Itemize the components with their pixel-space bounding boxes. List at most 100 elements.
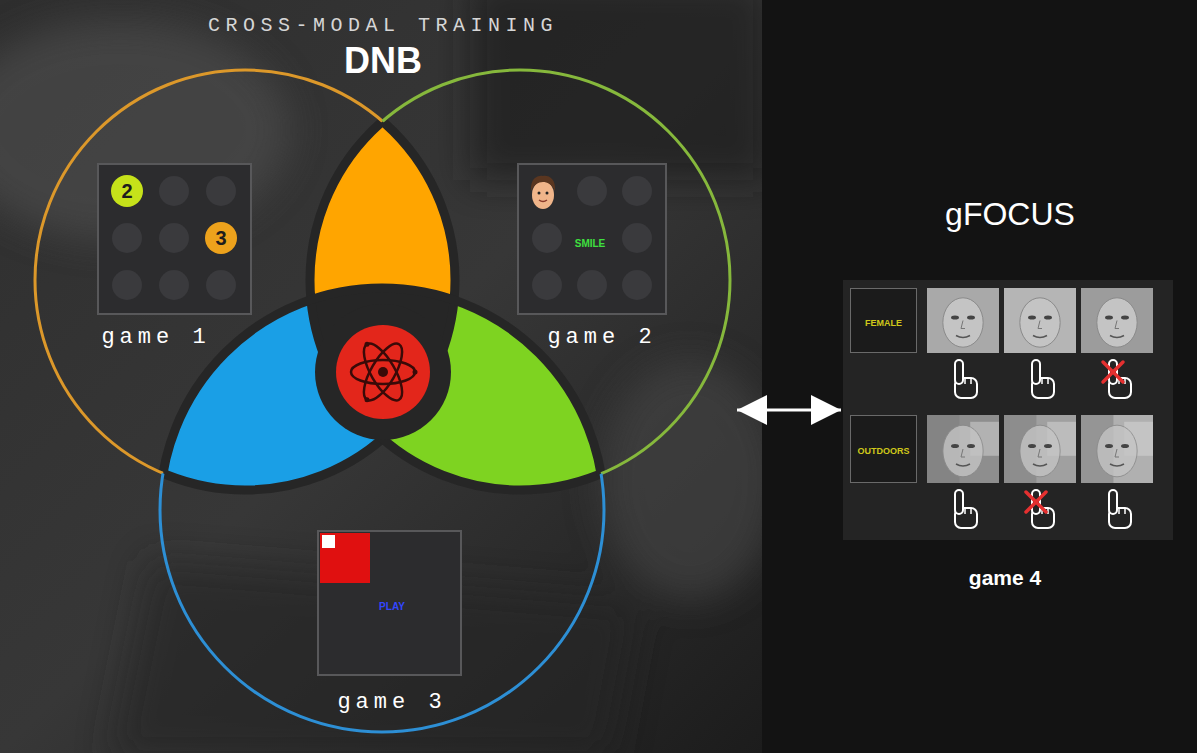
game-box: game 123 [97, 163, 252, 315]
face-eye [538, 192, 541, 195]
white-square [322, 535, 335, 548]
face-hair [531, 176, 555, 191]
photo-eye [1044, 444, 1052, 448]
tap-hand-icon [1032, 360, 1054, 398]
face-eye [546, 192, 549, 195]
face-photo [1004, 415, 1076, 483]
dnb-venn-group: CROSS-MODAL TRAINING DNB game 1 2 3 SMILE game… [0, 0, 735, 753]
desk-glow [600, 360, 780, 600]
photo-nose [1038, 321, 1042, 329]
grid-cell [206, 270, 236, 300]
blue-petal [35, 70, 455, 490]
face-photo [1081, 288, 1153, 353]
dot-number: 2 [121, 180, 132, 203]
photo-ground [1081, 288, 1153, 353]
grid-cell [622, 223, 652, 253]
game-label: game 3 [337, 690, 446, 715]
center-ring [315, 304, 451, 440]
reject-cross [1103, 362, 1123, 382]
photo-head [1020, 425, 1060, 477]
venn-core-fill [35, 70, 455, 490]
petal-gap [310, 70, 730, 490]
face-photo [927, 288, 999, 353]
photo-head [943, 298, 983, 347]
hand-finger [955, 360, 963, 384]
dot-number: 3 [215, 227, 226, 250]
cartoon-face [531, 176, 555, 209]
text-holder: 2 [121, 180, 132, 203]
grid-cell [206, 176, 236, 206]
photo-eye [1028, 316, 1036, 320]
game-box: PLAYgame 3 [317, 530, 462, 676]
photo-nose [1038, 449, 1042, 457]
atom-orbit [351, 360, 415, 384]
face-skin [532, 181, 554, 209]
photo-eye [967, 316, 975, 320]
hand-finger [955, 490, 963, 514]
cue-word: PLAY [379, 601, 405, 613]
venn-core [35, 70, 455, 490]
tap-hand-icon [955, 490, 977, 528]
photo-ground [1004, 415, 1076, 483]
hand-finger [1032, 360, 1040, 384]
face-photo [1004, 288, 1076, 353]
photo-head [1097, 298, 1137, 347]
section-title: gFOCUS [945, 196, 1075, 233]
orange-petal-fill [35, 70, 455, 490]
text-holder: game 3 [337, 690, 446, 715]
section-subtitle: CROSS-MODAL TRAINING [208, 14, 558, 37]
number-dot: 3 [205, 222, 237, 254]
photo-eye [1105, 316, 1113, 320]
text-holder: SMILE [575, 233, 606, 251]
petal-gap [160, 288, 604, 732]
green-petal [310, 70, 730, 490]
face-photo [1081, 415, 1153, 483]
grid-cell [112, 270, 142, 300]
green-circle-outline [310, 70, 730, 490]
atom-electron [365, 397, 370, 402]
atom-electron [413, 370, 418, 375]
atom-electron [365, 342, 370, 347]
photo-nose [961, 321, 965, 329]
face-mouth [539, 200, 547, 202]
photo-head [943, 425, 983, 477]
cue-word: FEMALE [865, 317, 902, 327]
orange-circle-outline [35, 70, 455, 490]
atom-orbit [357, 338, 410, 405]
photo-ground [1004, 288, 1076, 353]
grid-cell [159, 270, 189, 300]
number-dot: 2 [111, 175, 143, 207]
hand-knuckles [965, 378, 971, 384]
photo-mouth [1033, 336, 1047, 338]
text-holder: game 1 [101, 325, 210, 350]
game-label: game 2 [547, 325, 656, 350]
photo-mouth [1033, 464, 1047, 466]
photo-mouth [956, 336, 970, 338]
gfocus-panel: gFOCUSgame 4FEMALEOUTDOORS [843, 280, 1173, 540]
tap-hand-icon [1109, 490, 1131, 528]
grid-cell [532, 223, 562, 253]
hand-knuckles [1042, 378, 1048, 384]
photo-nose [1115, 449, 1119, 457]
text-holder: game 2 [547, 325, 656, 350]
tap-hand-icon [955, 360, 977, 398]
photo-nose [1115, 321, 1119, 329]
grid-cell [622, 176, 652, 206]
photo-eye [1028, 444, 1036, 448]
cue-box: FEMALE [850, 288, 917, 353]
red-square [320, 533, 370, 583]
text-holder: game 4 [969, 566, 1041, 590]
atom-nucleus [378, 367, 388, 377]
section-title: DNB [344, 40, 422, 81]
right-panel-ground [762, 0, 1197, 753]
grid-cell [159, 176, 189, 206]
photo-mouth [1110, 336, 1124, 338]
photo-eye [1105, 444, 1113, 448]
blue-petal-fill [35, 70, 455, 490]
face-photo [927, 415, 999, 483]
reject-cross [1026, 492, 1046, 512]
text-holder: DNB [344, 40, 422, 81]
text-holder: OUTDOORS [857, 440, 909, 458]
text-holder: gFOCUS [945, 196, 1075, 233]
